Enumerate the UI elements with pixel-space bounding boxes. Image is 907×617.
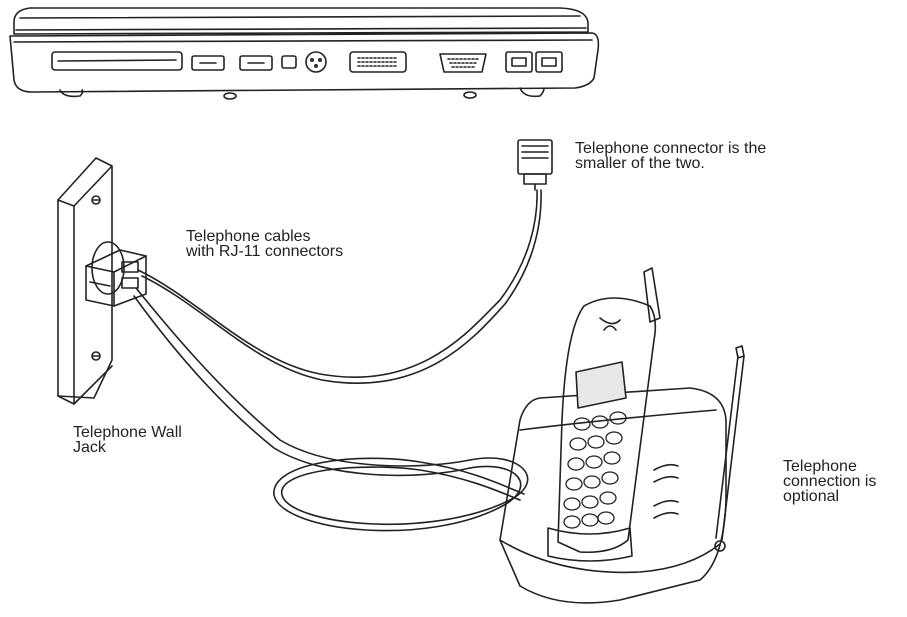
wall-jack-icon [57,157,147,405]
phone-connector-label-line-2: smaller of the two. [575,155,705,172]
laptop-icon [9,7,600,100]
phone-connector-label-line-1: Telephone connector is the [575,140,767,157]
wall-jack-label: Telephone Wall Jack [73,424,182,456]
phone-connector-label: Telephone connector is the smaller of th… [575,140,767,172]
wall-jack-label-line-2: Jack [73,439,106,456]
wall-jack-label-line-1: Telephone Wall [73,424,182,441]
cable-to-phone [133,287,529,532]
cables-label-line-1: Telephone cables [186,228,311,245]
optional-label-line-2: connection is [783,473,877,490]
cables-label: Telephone cables with RJ-11 connectors [186,228,344,260]
rj11-plug-icon [517,139,553,191]
optional-label-line-3: optional [783,488,840,505]
optional-label-line-1: Telephone [783,458,857,475]
optional-label: Telephone connection is optional [783,458,877,505]
cable-to-laptop [137,189,542,385]
cables-label-line-2: with RJ-11 connectors [186,243,344,260]
cordless-phone-icon [499,267,745,604]
